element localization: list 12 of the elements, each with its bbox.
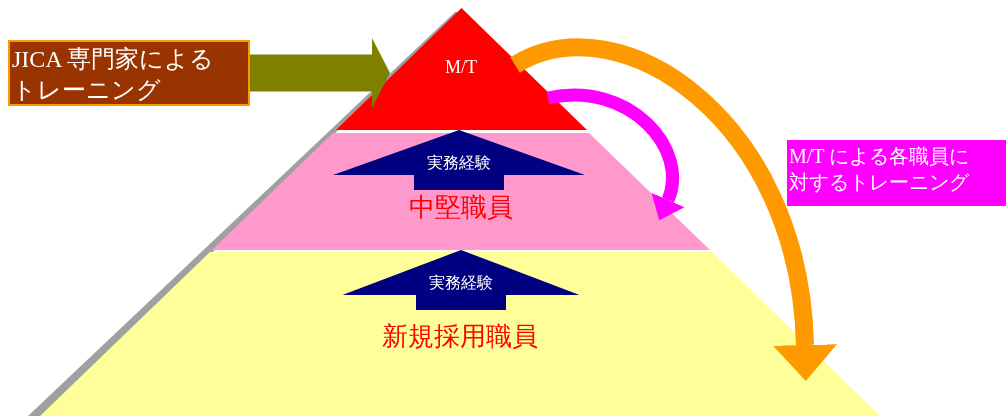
text-box	[787, 140, 1006, 206]
arrow	[511, 38, 837, 381]
text-box	[8, 40, 250, 106]
node-label: M/T	[444, 56, 478, 79]
arrow	[547, 88, 686, 222]
node-label: 中堅職員	[408, 192, 514, 224]
arrow	[342, 250, 580, 310]
arrow	[250, 38, 390, 108]
node-label: 新規採用職員	[381, 321, 539, 353]
arrow	[333, 130, 585, 190]
node-label: JICA 専門家によるトレーニング	[12, 45, 216, 106]
node-label: M/T による各職員に対するトレーニング	[789, 144, 971, 195]
